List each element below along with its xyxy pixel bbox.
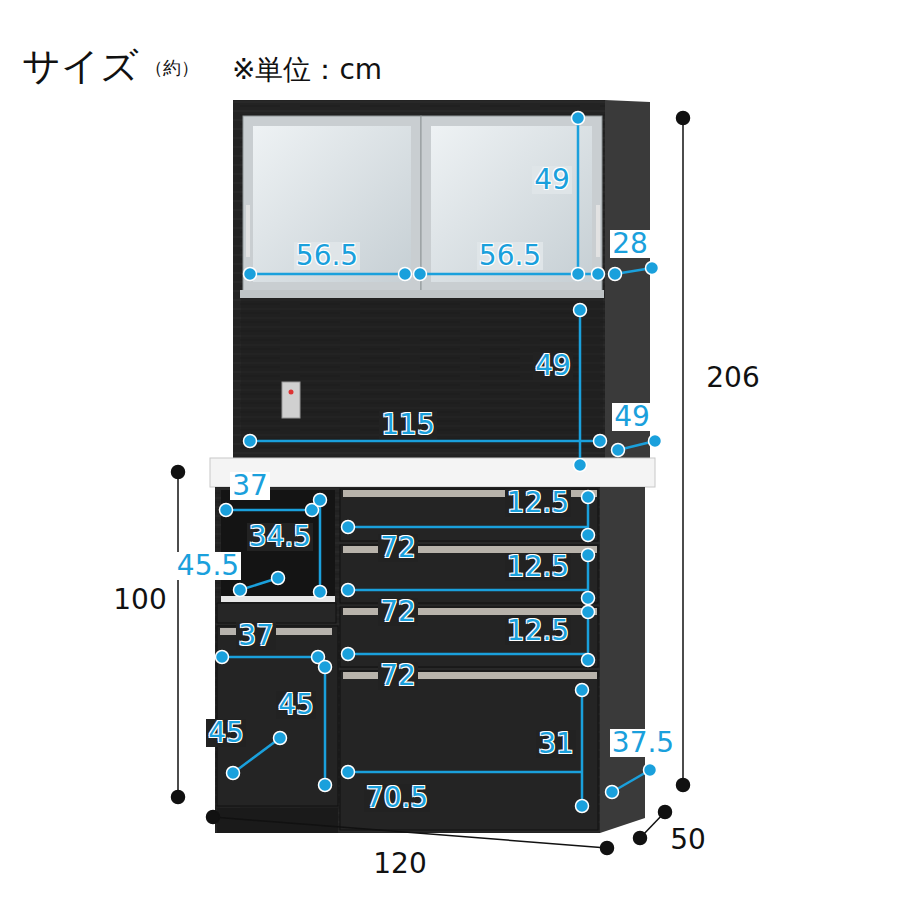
outer-dimension: 120 <box>373 850 426 878</box>
dimension-label: 115 <box>379 411 436 439</box>
dimension-label: 45.5 <box>175 552 241 580</box>
dimension-label: 37 <box>230 472 270 500</box>
dimension-label: 56.5 <box>294 242 360 270</box>
dimension-label: 31 <box>536 730 576 758</box>
dimension-label: 34.5 <box>247 523 313 551</box>
dimension-label: 72 <box>378 534 418 562</box>
dimension-label: 28 <box>610 230 650 258</box>
dimension-label: 49 <box>533 352 573 380</box>
dimension-label: 70.5 <box>364 784 430 812</box>
dimension-label: 49 <box>612 403 652 431</box>
title: サイズ <box>22 47 139 85</box>
dimension-label: 12.5 <box>505 553 571 581</box>
dimension-label: 56.5 <box>477 242 543 270</box>
outer-dimension: 100 <box>113 586 166 614</box>
dimension-label: 12.5 <box>505 617 571 645</box>
dimension-label: 37 <box>236 622 276 650</box>
dimension-label: 72 <box>378 662 418 690</box>
dimension-label: 45 <box>276 691 316 719</box>
dimension-label: 49 <box>532 166 572 194</box>
note: （約） <box>145 59 199 77</box>
note: ※単位：cm <box>232 56 382 84</box>
outer-dimension: 50 <box>670 826 706 854</box>
dimension-label: 12.5 <box>505 489 571 517</box>
dimension-label: 72 <box>378 598 418 626</box>
outer-dimension: 206 <box>706 364 759 392</box>
dimension-label: 45 <box>206 719 246 747</box>
dimension-label: 37.5 <box>610 729 676 757</box>
